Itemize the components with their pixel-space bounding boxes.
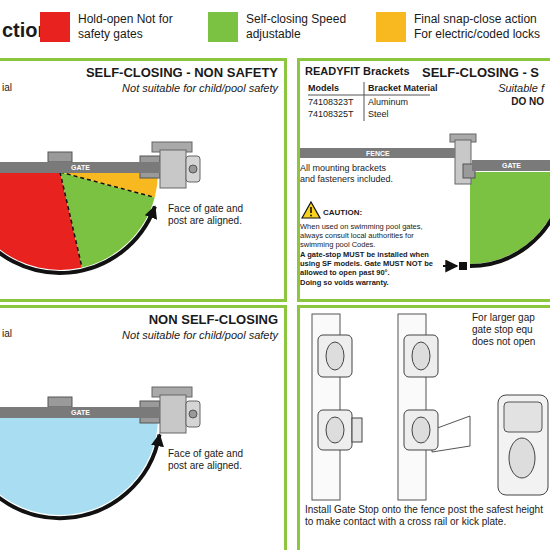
- legend-swatch: [208, 12, 238, 42]
- panel-subtitle: Not suitable for child/pool safety: [122, 329, 278, 342]
- cut-label: ial: [2, 82, 12, 94]
- hinge-unit: [404, 335, 438, 377]
- table-rule: [364, 82, 365, 121]
- gate-bar: GATE: [472, 160, 550, 171]
- caution-text: Doing so voids warranty.: [300, 278, 440, 287]
- swing-arc-arrow: [0, 207, 155, 274]
- panel-subtitle: Not suitable for child/pool safety: [122, 82, 278, 95]
- diagram-panel: SELF-CLOSING - NON SAFETYNot suitable fo…: [0, 58, 287, 302]
- diagram-panel: NON SELF-CLOSINGNot suitable for child/p…: [0, 305, 287, 550]
- warning-text: DO NO: [511, 96, 544, 108]
- caution-mark: [310, 207, 312, 213]
- caption-text: Install Gate Stop onto the fence post th…: [305, 504, 548, 528]
- hinge: [48, 397, 72, 407]
- table-cell: Aluminum: [368, 97, 408, 108]
- table-header: Bracket Material: [368, 83, 438, 94]
- swing-arc-arrow: [0, 435, 160, 519]
- stop-bracket: [504, 402, 542, 432]
- gate-label: GATE: [71, 409, 90, 416]
- fence-label: FENCE: [366, 150, 390, 157]
- caution-triangle: [302, 202, 320, 218]
- post: [160, 395, 186, 433]
- panel-heading: SELF-CLOSING - S: [422, 65, 539, 81]
- hinge-unit: [318, 335, 352, 377]
- stop-cylinder: [326, 417, 344, 443]
- stop-cylinder: [509, 438, 535, 478]
- legend-text: Hold-open Not for safety gates: [78, 12, 190, 42]
- table-cell: 74108325T: [308, 109, 354, 120]
- swing-sector: [0, 417, 158, 515]
- note-text: For larger gap gate stop equ does not op…: [472, 312, 550, 348]
- gate-stop-large: [498, 395, 548, 495]
- lock-cylinder: [189, 410, 197, 418]
- gate-stop-mark: [459, 262, 467, 270]
- legend-swatch: [376, 12, 406, 42]
- diagram-panel: For larger gap gate stop equ does not op…: [297, 305, 550, 550]
- legend-swatch: [40, 12, 70, 42]
- caution-text: When used on swimming pool gates, always…: [300, 222, 440, 249]
- swing-arc: [470, 196, 550, 266]
- alignment-note: Face of gate and post are aligned.: [168, 448, 258, 472]
- self-closing-sector: [470, 172, 550, 264]
- gate-stop: [318, 410, 352, 450]
- table-cell: 74108323T: [308, 97, 354, 108]
- gate-label: GATE: [502, 162, 521, 169]
- table-cell: Steel: [368, 109, 389, 120]
- gate-stop: [404, 410, 438, 450]
- dashed-divider: [60, 172, 82, 268]
- hinge: [48, 152, 72, 162]
- lock-body: [186, 401, 200, 427]
- table-rule: [308, 95, 430, 96]
- panel-heading: SELF-CLOSING - NON SAFETY: [86, 65, 278, 81]
- stop-arrow: [443, 265, 457, 267]
- panel-subtitle: Suitable f: [498, 82, 544, 95]
- fence-bar: FENCE: [300, 148, 455, 158]
- caution-heading: CAUTION:: [323, 208, 362, 218]
- stop-plate: [352, 418, 362, 442]
- alignment-note: Face of gate and post are aligned.: [168, 203, 258, 227]
- gate-bar: GATE: [0, 162, 160, 173]
- lock-body: [186, 156, 200, 182]
- table-header: Models: [308, 83, 339, 94]
- gate-bar: GATE: [0, 407, 160, 418]
- hinge-cylinder: [412, 342, 430, 370]
- caution-text: A gate-stop MUST be installed when using…: [300, 250, 440, 277]
- caution-mark: [310, 215, 312, 217]
- legend-text: Final snap-close action For electric/cod…: [414, 12, 548, 42]
- lock-cylinder: [189, 165, 197, 173]
- post: [160, 150, 186, 188]
- gate-label: GATE: [71, 164, 90, 171]
- legend-text: Self-closing Speed adjustable: [246, 12, 364, 42]
- panel-heading: NON SELF-CLOSING: [149, 312, 278, 328]
- stop-cylinder: [412, 417, 430, 443]
- table-title: READYFIT Brackets: [305, 65, 410, 78]
- cut-label: ial: [2, 328, 12, 340]
- hinge-cylinder: [326, 342, 344, 370]
- note-text: All mounting brackets and fasteners incl…: [300, 163, 395, 185]
